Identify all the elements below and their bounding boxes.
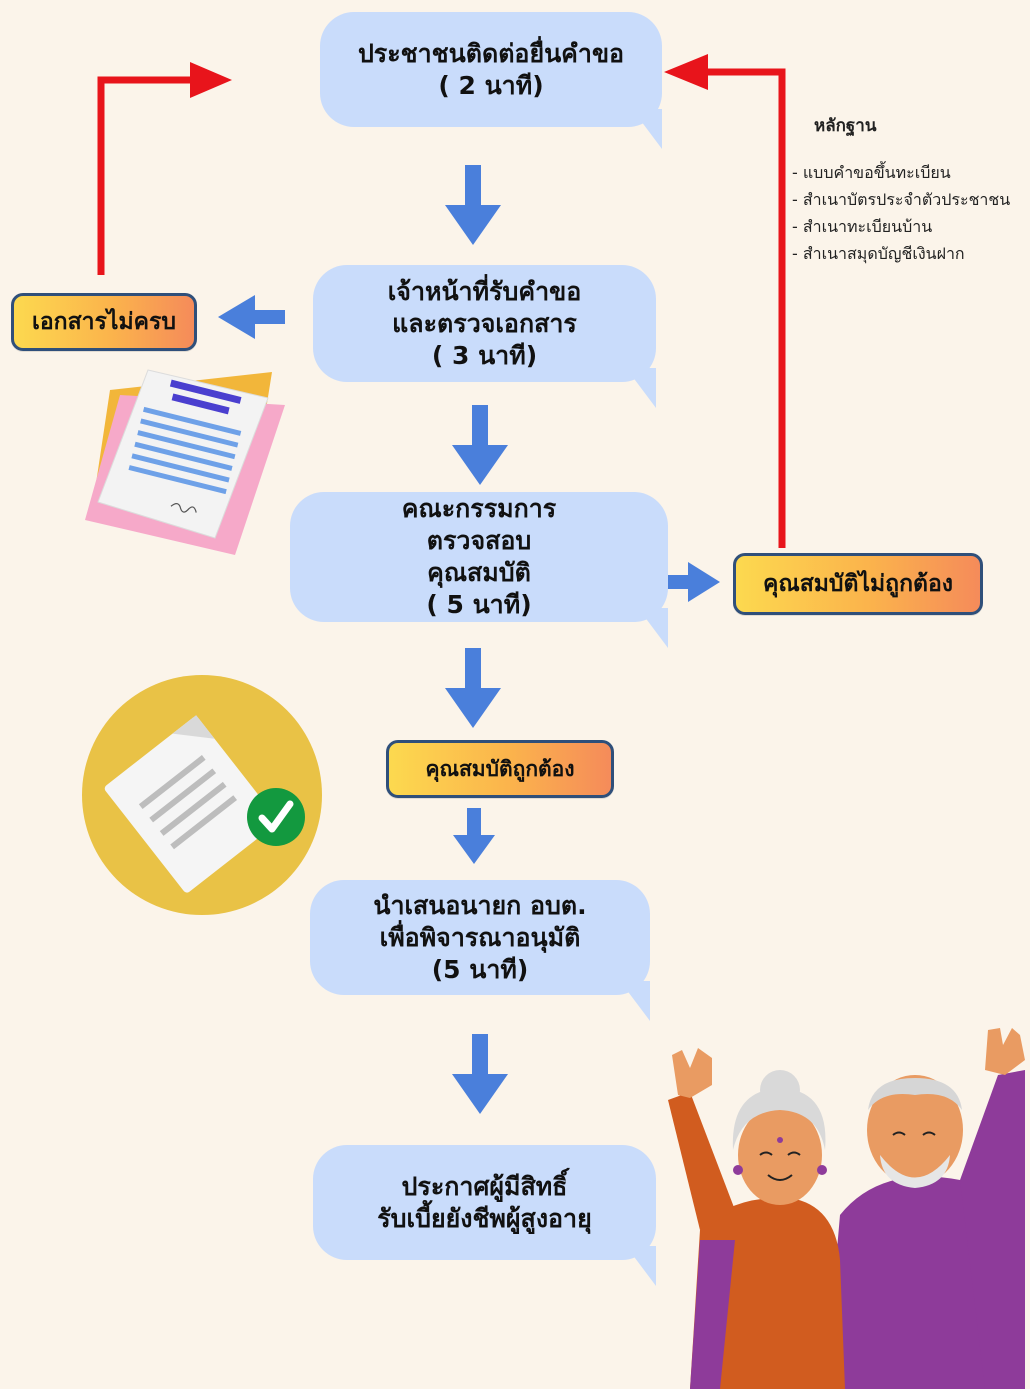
evidence-item: - สำเนาบัตรประจำตัวประชาชน	[792, 190, 1011, 209]
return-arrow-left	[97, 62, 232, 275]
step-announce-eligible: ประกาศผู้มีสิทธิ์ รับเบี้ยยังชีพผู้สูงอา…	[313, 1145, 656, 1286]
step-announce-subtitle: รับเบี้ยยังชีพผู้สูงอายุ	[377, 1203, 592, 1233]
step-review-subtitle: และตรวจเอกสาร	[392, 308, 577, 338]
down-arrow-1	[445, 165, 501, 245]
evidence-item: - สำเนาทะเบียนบ้าน	[792, 217, 933, 236]
step-propose-approval: นำเสนอนายก อบต. เพื่อพิจารณาอนุมัติ (5 น…	[310, 880, 650, 1021]
evidence-panel: หลักฐาน - แบบคำขอขึ้นทะเบียน - สำเนาบัตร…	[792, 112, 1010, 267]
step-submit-time: ( 2 นาที)	[438, 70, 544, 100]
step-propose-title: นำเสนอนายก อบต.	[373, 890, 587, 920]
tag-incomplete-documents: เอกสารไม่ครบ	[11, 293, 197, 351]
elderly-couple-illustration	[668, 1028, 1025, 1389]
step-submit-request: ประชาชนติดต่อยื่นคำขอ ( 2 นาที)	[320, 12, 662, 149]
approved-document-icon	[82, 675, 322, 915]
step-committee-title: คณะกรรมการ	[401, 494, 557, 523]
step-propose-time: (5 นาที)	[431, 954, 529, 984]
down-arrow-5	[452, 1034, 508, 1114]
tag-qualified: คุณสมบัติถูกต้อง	[386, 740, 614, 798]
down-arrow-4	[453, 808, 495, 864]
step-review-title: เจ้าหน้าที่รับคำขอ	[387, 276, 582, 306]
down-arrow-2	[452, 405, 508, 485]
right-arrow-not-qualified	[662, 562, 720, 602]
tag-not-qualified: คุณสมบัติไม่ถูกต้อง	[733, 553, 983, 615]
document-icon	[85, 369, 285, 555]
step-committee-subtitle: ตรวจสอบ	[426, 526, 532, 555]
return-arrow-right	[664, 54, 786, 548]
step-announce-title: ประกาศผู้มีสิทธิ์	[401, 1171, 568, 1201]
step-committee-subject: คุณสมบัติ	[427, 558, 531, 587]
step-review-time: ( 3 นาที)	[431, 340, 538, 370]
evidence-item: - สำเนาสมุดบัญชีเงินฝาก	[792, 244, 965, 263]
step-committee-time: ( 5 นาที)	[426, 590, 532, 619]
check-icon	[247, 788, 305, 846]
step-propose-subtitle: เพื่อพิจารณาอนุมัติ	[379, 922, 581, 952]
evidence-item: - แบบคำขอขึ้นทะเบียน	[792, 163, 951, 182]
step-review-documents: เจ้าหน้าที่รับคำขอ และตรวจเอกสาร ( 3 นาท…	[313, 265, 656, 408]
step-submit-title: ประชาชนติดต่อยื่นคำขอ	[357, 38, 625, 68]
evidence-list: - แบบคำขอขึ้นทะเบียน - สำเนาบัตรประจำตัว…	[792, 159, 1010, 267]
left-arrow-incomplete	[218, 295, 285, 339]
evidence-title: หลักฐาน	[814, 116, 877, 136]
down-arrow-3	[445, 648, 501, 728]
step-committee-check: คณะกรรมการ ตรวจสอบ คุณสมบัติ ( 5 นาที)	[290, 492, 668, 648]
